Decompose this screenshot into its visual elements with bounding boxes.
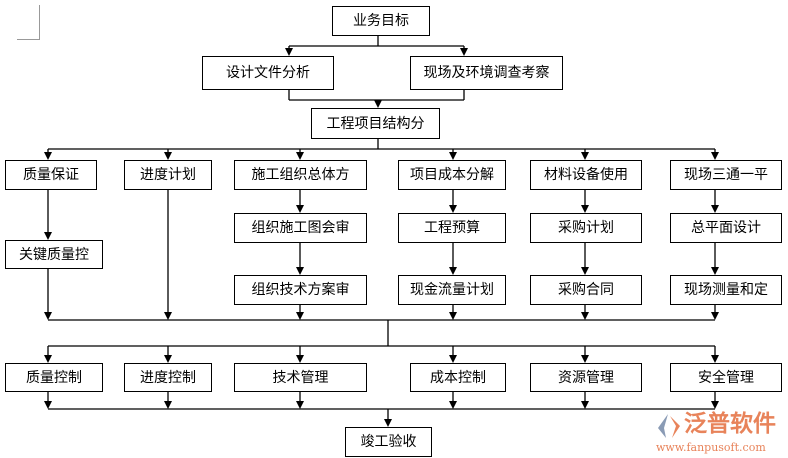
- arrow-head-icon: [581, 401, 589, 409]
- arrow-head-icon: [711, 312, 719, 320]
- node-schedule-plan: 进度计划: [124, 160, 212, 190]
- arrow-head-icon: [581, 312, 589, 320]
- arrow-head-icon: [44, 312, 52, 320]
- node-drawing-review: 组织施工图会审: [234, 213, 367, 243]
- arrow-head-icon: [164, 401, 172, 409]
- node-site-survey: 现场及环境调查考察: [410, 56, 563, 90]
- arrow-head-icon: [296, 205, 304, 213]
- node-key-quality: 关键质量控: [5, 240, 103, 269]
- node-cost-breakdown: 项目成本分解: [398, 160, 506, 190]
- arrow-head-icon: [711, 205, 719, 213]
- node-business-goal: 业务目标: [332, 6, 430, 36]
- node-budget: 工程预算: [398, 213, 506, 243]
- arrow-head-icon: [581, 152, 589, 160]
- node-cost-control: 成本控制: [410, 363, 506, 392]
- logo-mark-icon: [658, 414, 680, 438]
- node-tech-management: 技术管理: [234, 363, 367, 392]
- arrow-head-icon: [44, 355, 52, 363]
- arrow-head-icon: [581, 355, 589, 363]
- watermark-logo: 泛普软件 www.fanpusoft.com: [650, 410, 788, 456]
- arrow-head-icon: [164, 355, 172, 363]
- arrow-head-icon: [296, 355, 304, 363]
- arrow-head-icon: [285, 48, 293, 56]
- arrow-head-icon: [711, 355, 719, 363]
- arrow-head-icon: [460, 48, 468, 56]
- arrow-head-icon: [711, 267, 719, 275]
- arrow-head-icon: [449, 355, 457, 363]
- arrow-head-icon: [449, 401, 457, 409]
- arrow-head-icon: [449, 205, 457, 213]
- watermark-url: www.fanpusoft.com: [656, 441, 766, 454]
- page-corner-mark: [17, 5, 40, 40]
- node-design-analysis: 设计文件分析: [202, 56, 334, 90]
- node-tech-plan-review: 组织技术方案审: [234, 275, 367, 305]
- node-quality-assurance: 质量保证: [5, 160, 97, 190]
- arrow-head-icon: [711, 401, 719, 409]
- arrow-head-icon: [296, 401, 304, 409]
- arrow-head-icon: [711, 152, 719, 160]
- arrow-head-icon: [449, 267, 457, 275]
- node-schedule-control: 进度控制: [124, 363, 212, 392]
- arrow-head-icon: [44, 152, 52, 160]
- arrow-head-icon: [449, 152, 457, 160]
- node-material-equipment: 材料设备使用: [530, 160, 642, 190]
- node-resource-management: 资源管理: [530, 363, 642, 392]
- watermark-name: 泛普软件: [684, 411, 776, 437]
- node-safety-management: 安全管理: [670, 363, 782, 392]
- arrow-head-icon: [164, 312, 172, 320]
- node-completion-acceptance: 竣工验收: [345, 427, 432, 457]
- node-wbs: 工程项目结构分: [311, 108, 440, 139]
- node-quality-control: 质量控制: [5, 363, 103, 392]
- node-site-layout: 总平面设计: [670, 213, 782, 243]
- arrow-head-icon: [44, 401, 52, 409]
- arrow-head-icon: [384, 419, 392, 427]
- node-cashflow-plan: 现金流量计划: [398, 275, 506, 305]
- arrow-head-icon: [44, 232, 52, 240]
- node-purchase-plan: 采购计划: [530, 213, 642, 243]
- arrow-head-icon: [164, 152, 172, 160]
- node-site-survey-setting: 现场测量和定: [670, 275, 782, 305]
- node-purchase-contract: 采购合同: [530, 275, 642, 305]
- arrow-head-icon: [296, 267, 304, 275]
- arrow-head-icon: [374, 100, 382, 108]
- arrow-head-icon: [581, 205, 589, 213]
- arrow-head-icon: [296, 152, 304, 160]
- arrow-head-icon: [449, 312, 457, 320]
- arrow-head-icon: [581, 267, 589, 275]
- node-construction-org: 施工组织总体方: [234, 160, 367, 190]
- arrow-head-icon: [296, 312, 304, 320]
- node-site-prep: 现场三通一平: [670, 160, 782, 190]
